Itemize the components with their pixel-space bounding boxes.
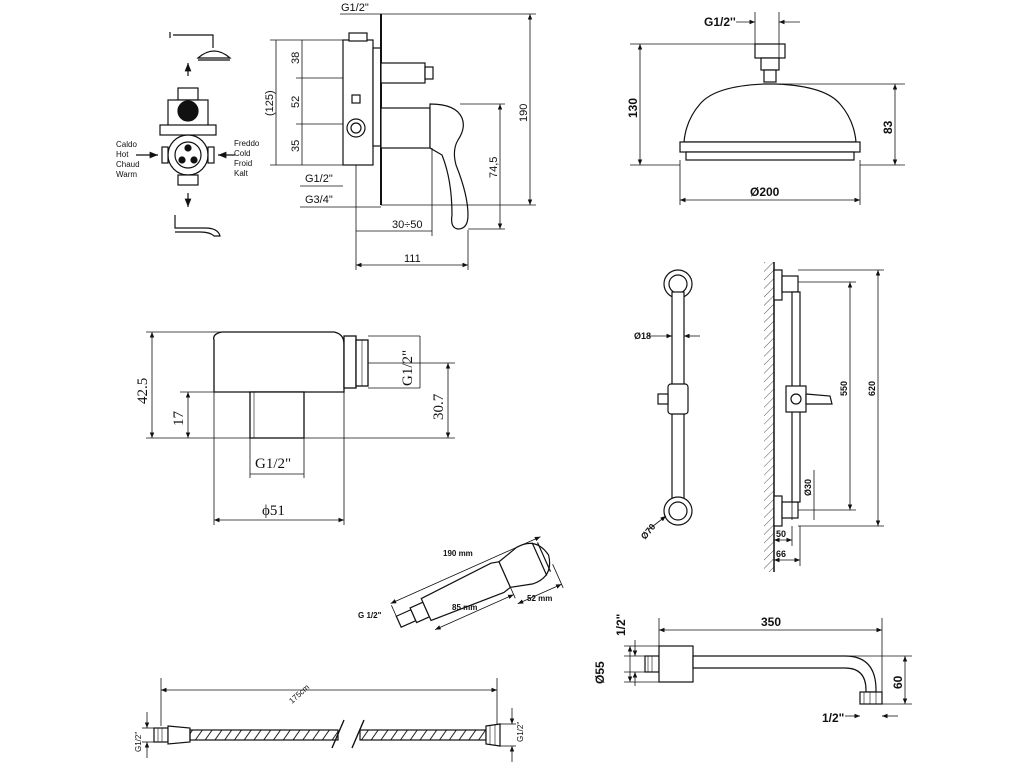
slide-bar-front [647,269,700,531]
escutcheon-drawing [146,331,455,525]
escutcheon-body [213,331,345,393]
dim-head-thread: G1/2'' [704,15,736,29]
lever-handle [429,103,469,230]
dim-hand-52: 52 mm [527,594,552,603]
dim-thread-top: G1/2" [341,2,369,14]
slide-bar-side [764,262,884,572]
dim-esc-30-7: 30.7 [431,393,447,420]
mixer-dims: G1/2" 38 52 35 (125) 190 74,5 G1/2" G3/4… [264,2,530,265]
mixer-labels: Caldo Hot Chaud Warm Freddo Cold Froid K… [116,139,260,179]
dim-depth-66: 66 [776,549,786,559]
dim-esc-51: ϕ51 [262,503,285,519]
slide-bar-dims: Ø18 Ø70 550 620 Ø30 50 66 [634,331,877,559]
hose-braid-right [359,729,487,741]
dim-thread-mid: G1/2" [305,173,333,185]
dim-hose-175: 175cm [287,683,311,706]
dim-74-5: 74,5 [488,157,500,178]
dim-hose-thread-right: G1/2" [516,722,525,742]
label-warm: Warm [116,170,137,179]
dim-total-620: 620 [867,381,877,396]
label-caldo: Caldo [116,140,137,149]
hose-braid-left [189,729,339,741]
dim-bar-18: Ø18 [634,331,651,341]
dim-38: 38 [290,52,302,64]
shower-arm-drawing [624,618,912,719]
showerhead-drawing [630,12,905,205]
handshower-drawing [390,536,564,630]
mixer-side-view [270,13,536,270]
spout-small-icon [174,215,221,237]
dim-thread-low: G3/4" [305,194,333,206]
dim-52: 52 [290,96,302,108]
dim-arm-thread-wall: 1/2" [614,614,628,636]
dim-esc-thread-side: G1/2" [400,350,416,386]
dim-arm-60: 60 [891,675,905,689]
hose-drawing [142,678,516,762]
dim-depth-50: 50 [776,529,786,539]
hose-dims: 175cm G1/2" G1/2" [134,683,525,752]
label-cold: Cold [234,149,250,158]
dim-clamp-30: Ø30 [803,479,813,496]
dim-hand-thread: G 1/2" [358,611,382,620]
dim-hand-85: 85 mm [452,603,477,612]
showerhead-dims: G1/2'' 130 83 Ø200 [626,15,895,199]
arm-tube [692,655,877,693]
handshower-dims: 190 mm 85 mm 52 mm G 1/2" [358,549,552,620]
showerhead-small-icon [169,32,232,61]
dim-arm-350: 350 [761,615,781,629]
label-kalt: Kalt [234,169,249,178]
mixer-schematic [136,32,235,237]
dim-arm-55: Ø55 [593,661,607,684]
showerhead-bell [683,83,857,143]
dim-hand-190: 190 mm [443,549,473,558]
label-freddo: Freddo [234,139,260,148]
dim-head-130: 130 [626,98,640,118]
dim-esc-42-5: 42.5 [135,378,151,404]
dim-hose-thread-left: G1/2" [134,732,143,752]
dim-esc-thread-bottom: G1/2" [255,456,291,472]
label-froid: Froid [234,159,252,168]
dim-30-50: 30÷50 [392,219,423,231]
label-hot: Hot [116,150,129,159]
dim-111: 111 [404,253,421,265]
dim-190: 190 [518,104,530,122]
dim-head-200: Ø200 [750,185,780,199]
dim-35: 35 [290,140,302,152]
dim-125: (125) [264,90,276,116]
label-chaud: Chaud [116,160,140,169]
dim-arm-thread-end: 1/2" [822,711,844,725]
shower-arm-dims: 350 1/2" Ø55 60 1/2" [593,614,905,725]
dim-head-83: 83 [881,120,895,134]
escutcheon-dims: 42.5 17 G1/2" 30.7 G1/2" ϕ51 [135,350,447,519]
dim-travel-550: 550 [839,381,849,396]
dim-esc-17: 17 [171,411,187,427]
